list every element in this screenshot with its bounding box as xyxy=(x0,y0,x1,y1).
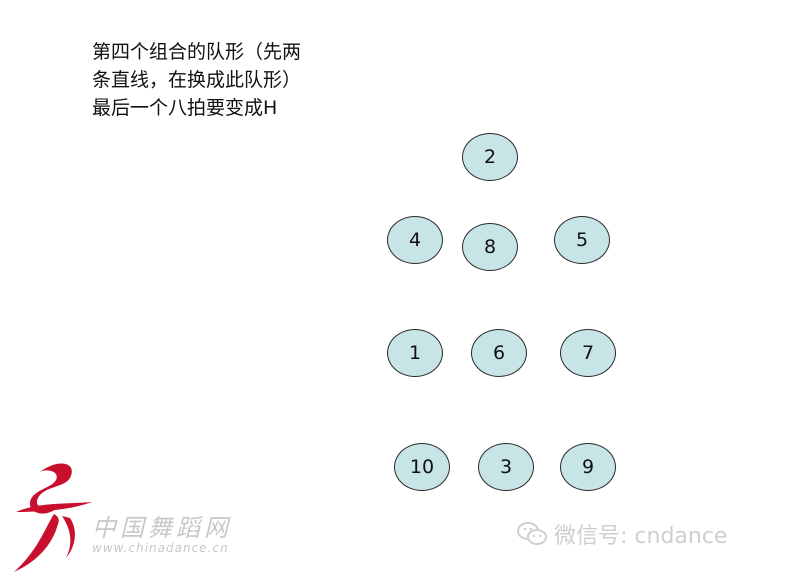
formation-caption: 第四个组合的队形（先两 条直线，在换成此队形） 最后一个八拍要变成H xyxy=(92,38,301,122)
chinadance-logo xyxy=(8,458,268,576)
dancer-circle: 2 xyxy=(462,133,518,181)
caption-line: 最后一个八拍要变成H xyxy=(92,97,278,119)
dancer-circle: 6 xyxy=(471,329,527,377)
dancer-circle: 10 xyxy=(394,443,450,491)
caption-line: 条直线，在换成此队形） xyxy=(92,69,302,91)
dancer-logo-icon xyxy=(14,463,92,572)
watermark-text: 微信号: cndance xyxy=(554,524,728,549)
dancer-circle: 7 xyxy=(560,329,616,377)
dancer-circle: 5 xyxy=(554,216,610,264)
dancer-circle: 4 xyxy=(387,216,443,264)
dancer-circle: 1 xyxy=(387,329,443,377)
dancer-circle: 9 xyxy=(560,443,616,491)
caption-line: 第四个组合的队形（先两 xyxy=(92,41,302,63)
wechat-watermark: 微信号: cndance xyxy=(516,518,727,550)
logo-url: www.chinadance.cn xyxy=(92,541,229,555)
dancer-circle: 3 xyxy=(478,443,534,491)
dancer-circle: 8 xyxy=(462,223,518,271)
logo-text: 中国舞蹈网 xyxy=(92,514,232,542)
wechat-icon xyxy=(517,522,547,545)
